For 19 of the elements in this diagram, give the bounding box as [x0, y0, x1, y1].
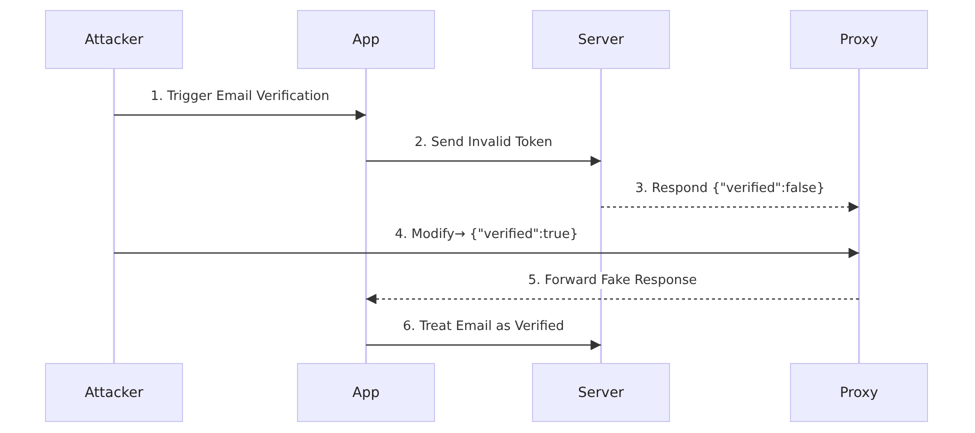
participant-box: Attacker [45, 10, 183, 69]
lifeline [365, 69, 367, 363]
lifeline [600, 69, 602, 363]
participant-box: Server [532, 363, 670, 422]
dashed-arrow [366, 294, 859, 304]
arrow [114, 248, 859, 258]
arrow [366, 340, 601, 350]
participant-box: App [297, 363, 435, 422]
lifeline [113, 69, 115, 363]
message-label: 5. Forward Fake Response [526, 272, 699, 289]
lifeline [858, 69, 860, 363]
participant-box: Proxy [790, 363, 928, 422]
participant-box: App [297, 10, 435, 69]
participant-box: Server [532, 10, 670, 69]
dashed-arrow [601, 202, 859, 212]
participant-box: Proxy [790, 10, 928, 69]
participant-box: Attacker [45, 363, 183, 422]
arrow [114, 110, 366, 120]
arrow [366, 156, 601, 166]
